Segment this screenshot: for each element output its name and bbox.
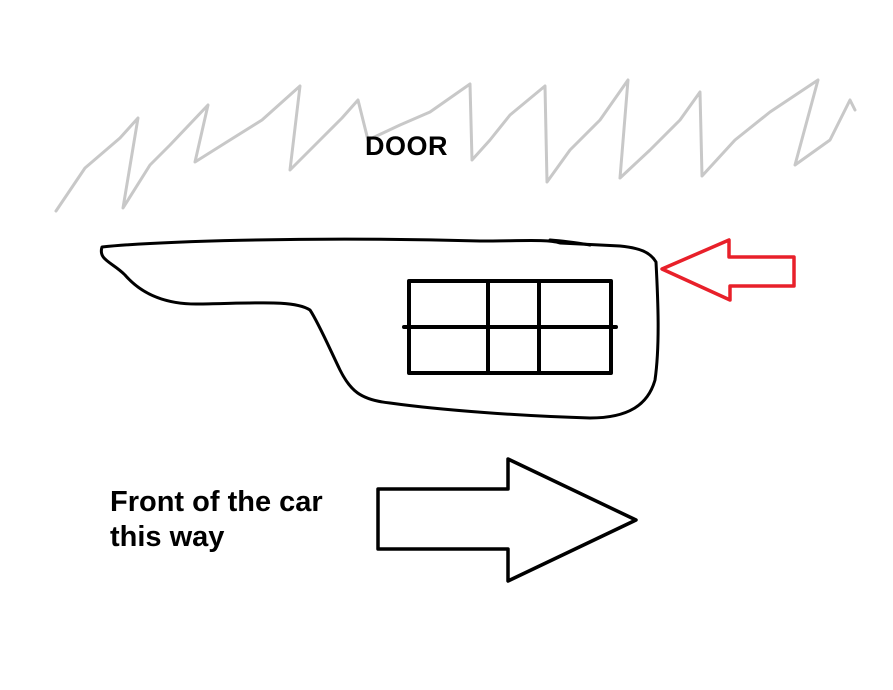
front-direction-label: Front of the car this way	[110, 485, 323, 555]
red-pointer-arrow	[660, 238, 796, 302]
door-label: DOOR	[365, 131, 448, 161]
front-direction-label-line2: this way	[110, 521, 225, 553]
door-scribble	[54, 78, 857, 213]
console-outline	[99, 237, 660, 420]
console-outline-nub	[548, 238, 592, 247]
front-direction-arrow	[376, 457, 638, 583]
front-direction-label-line1: Front of the car	[110, 486, 323, 518]
